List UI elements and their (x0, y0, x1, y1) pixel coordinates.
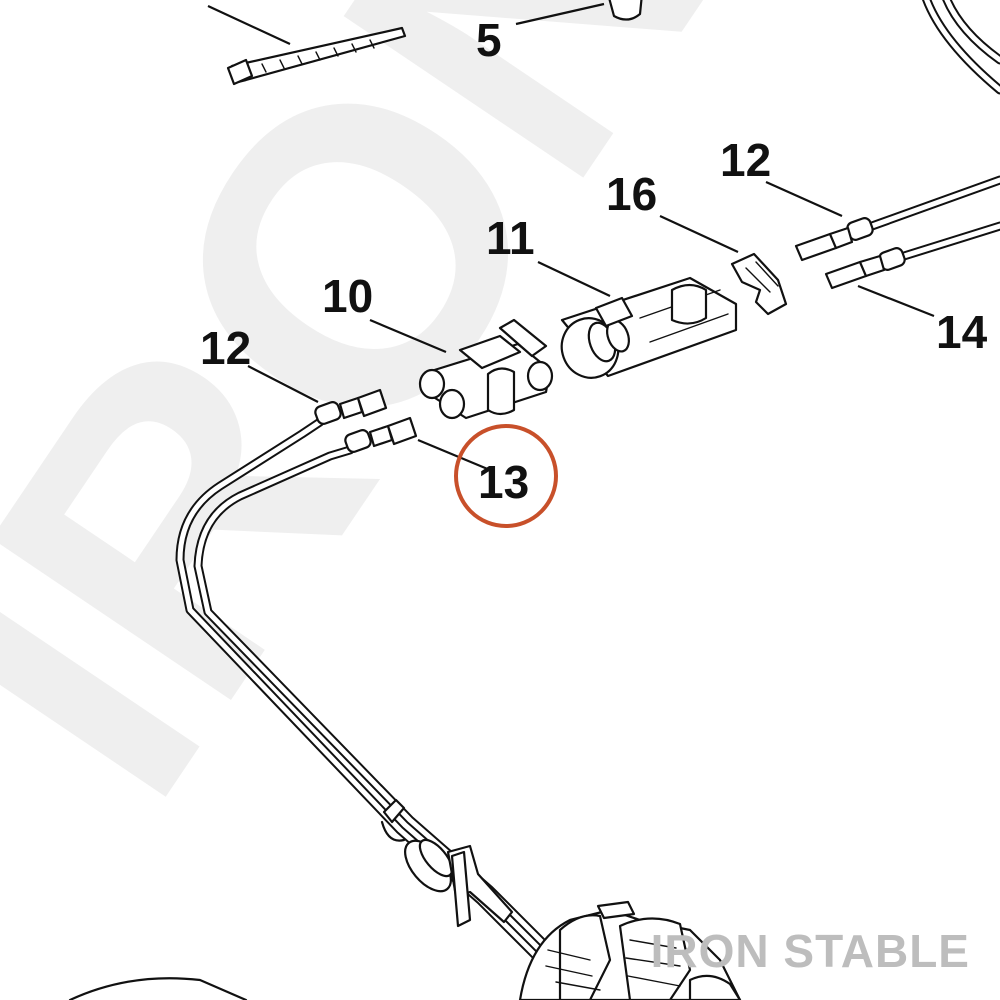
terminal-14 (824, 247, 906, 290)
callout-13: 13 (478, 456, 529, 508)
terminal-13 (344, 416, 418, 453)
wire-clip (380, 798, 406, 842)
callout-12-right: 12 (720, 134, 771, 186)
harness-wires-top-right (922, 0, 1000, 95)
connector-housing-10 (418, 318, 554, 420)
highlight-ring-13 (454, 424, 558, 528)
callout-16: 16 (606, 168, 657, 220)
sleeve-part (608, 0, 643, 21)
leader-10 (369, 318, 447, 354)
terminal-12-right (794, 217, 874, 262)
leader-13 (417, 438, 491, 472)
harness-wires-lower-left (175, 417, 555, 965)
harness-bundle-bottom (518, 900, 742, 1000)
cable-tie-part (226, 26, 407, 86)
callout-12-left: 12 (200, 322, 251, 374)
leader-14 (857, 284, 935, 318)
watermark-text: IRON STABLE (0, 0, 1000, 870)
leader-11 (537, 261, 611, 297)
callout-14: 14 (936, 306, 988, 358)
leader-1 (207, 5, 291, 45)
secondary-lock-16 (730, 252, 788, 316)
connector-receptacle-11 (560, 276, 738, 379)
callout-5: 5 (476, 14, 502, 66)
leader-16 (659, 215, 739, 253)
callout-11: 11 (486, 212, 535, 264)
terminal-12-left (314, 388, 388, 425)
callout-10: 10 (322, 270, 373, 322)
brand-logo-text: IRON STABLE (650, 925, 970, 977)
terminal-wires-right (867, 175, 1000, 261)
leader-5 (515, 2, 605, 26)
leader-12-left (247, 365, 319, 403)
grommet-part (404, 838, 514, 928)
bottom-left-outline (68, 977, 248, 1000)
callout-1: 1 (192, 0, 218, 6)
watermark: IRON STABLE (0, 0, 1000, 870)
leader-12-right (765, 180, 843, 218)
